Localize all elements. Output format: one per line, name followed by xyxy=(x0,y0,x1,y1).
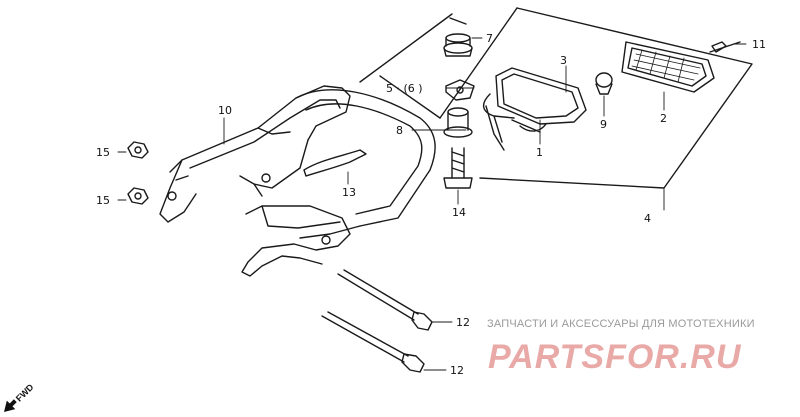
callout-4: 4 xyxy=(644,212,651,225)
callout-3: 3 xyxy=(560,54,567,67)
callout-8: 8 xyxy=(396,124,403,137)
callout-2: 2 xyxy=(660,112,667,125)
rear-carrier-frame xyxy=(159,85,436,277)
long-bolts xyxy=(321,269,433,373)
partsfor-logo: PARTSFOR.RU xyxy=(488,338,742,376)
lamp-assembly-boundary xyxy=(359,7,753,189)
callout-11: 11 xyxy=(752,38,766,51)
callout-labels: 7 5 · (6 ) 8 14 3 1 9 2 4 11 10 13 15 15… xyxy=(96,32,766,377)
callout-9: 9 xyxy=(600,118,607,131)
callout-12-top: 12 xyxy=(456,316,470,329)
leader-lines xyxy=(117,37,747,371)
callout-15-bottom: 15 xyxy=(96,194,110,207)
grommet-stack xyxy=(443,17,475,189)
callout-12-bottom: 12 xyxy=(450,364,464,377)
bulb xyxy=(595,72,613,95)
reflector-lens xyxy=(621,41,741,93)
logo-wordmark: PARTSFOR.RU xyxy=(488,338,742,376)
callout-14: 14 xyxy=(452,206,466,219)
callout-13: 13 xyxy=(342,186,356,199)
callout-10: 10 xyxy=(218,104,232,117)
callout-1: 1 xyxy=(536,146,543,159)
fwd-arrow: FWD xyxy=(4,382,36,412)
callout-5-6: 5 · (6 ) xyxy=(386,82,423,95)
harness-clamp xyxy=(303,149,367,177)
fwd-label: FWD xyxy=(14,382,36,404)
flange-nuts xyxy=(127,141,149,205)
lamp-housing xyxy=(483,67,587,151)
watermark-caption: ЗАПЧАСТИ И АКСЕССУАРЫ ДЛЯ МОТОТЕХНИКИ xyxy=(487,318,755,330)
callout-15-top: 15 xyxy=(96,146,110,159)
callout-7: 7 xyxy=(486,32,493,45)
